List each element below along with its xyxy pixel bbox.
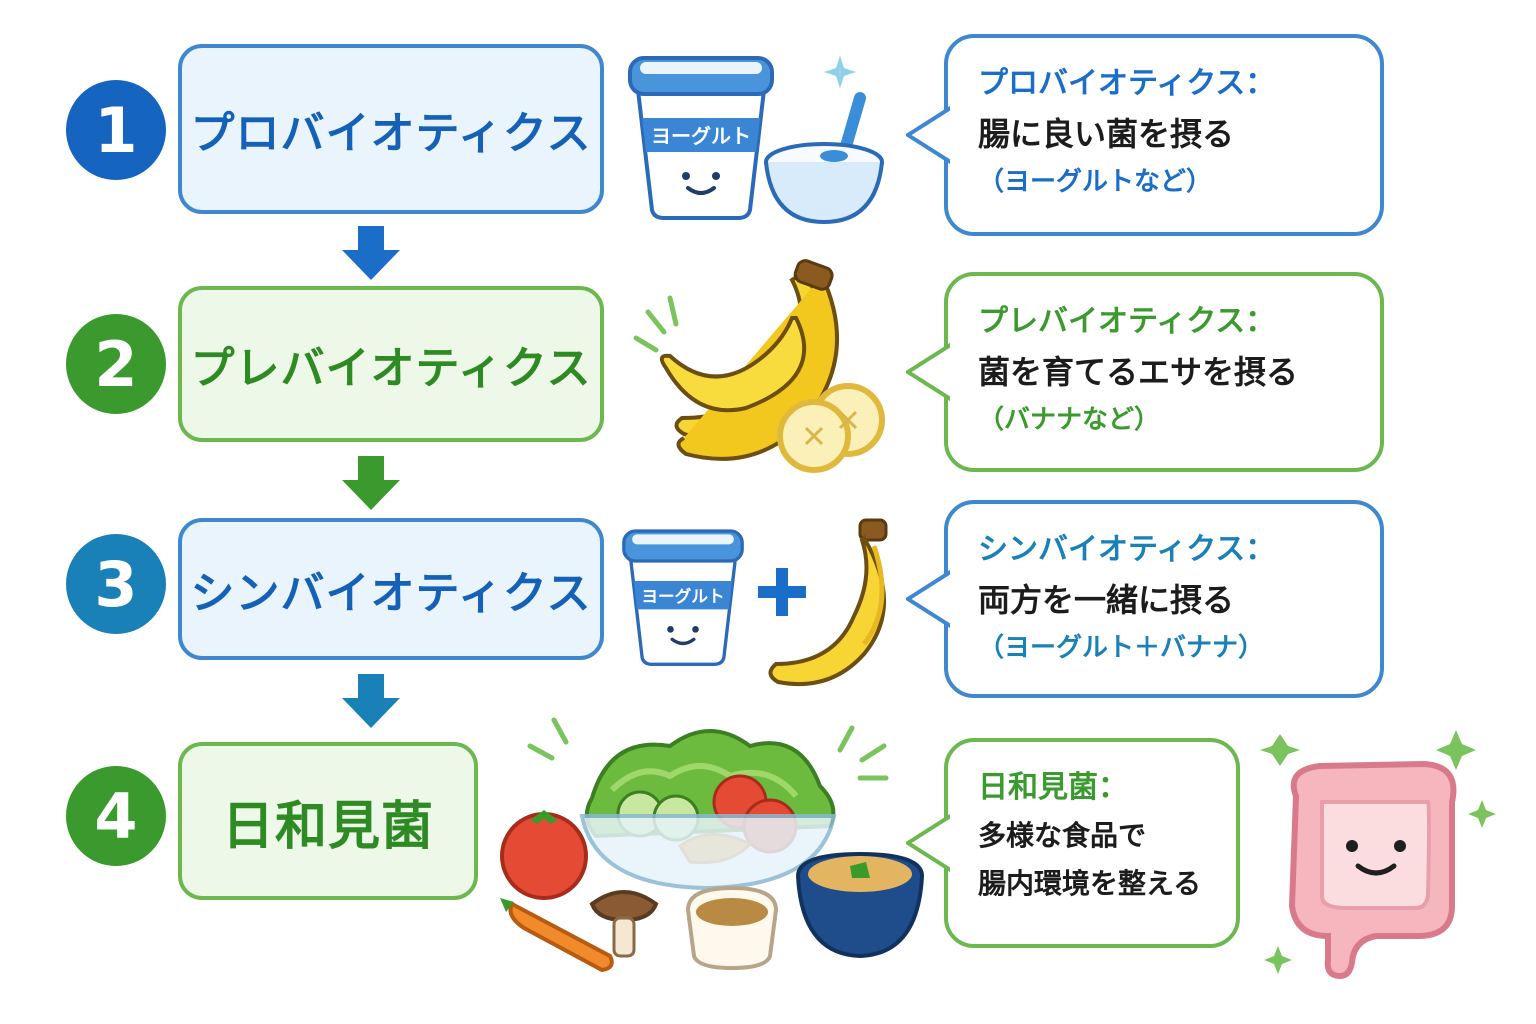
step-number-badge-3: 3 xyxy=(66,534,166,634)
banana-icon xyxy=(764,516,904,692)
bubble-note-3: （ヨーグルト＋バナナ） xyxy=(978,633,1265,663)
step-title-box-3: シンバイオティクス xyxy=(178,518,604,660)
salad-bowl-icon xyxy=(500,706,930,1006)
speech-bubble-3: シンバイオティクス： 両方を一緒に摂る （ヨーグルト＋バナナ） xyxy=(906,500,1384,698)
tomato-icon xyxy=(500,804,580,884)
bubble-tail xyxy=(906,569,950,629)
down-arrow-icon xyxy=(342,674,400,728)
plus-icon xyxy=(758,568,806,616)
bubble-note-2: （バナナなど） xyxy=(978,405,1161,435)
yogurt-label-3: ヨーグルト xyxy=(641,586,724,606)
step-title-box-2: プレバイオティクス xyxy=(178,286,604,442)
step-number-badge-1: 1 xyxy=(66,80,166,180)
bubble-heading-1: プロバイオティクス： xyxy=(978,66,1276,101)
mushroom-icon xyxy=(590,880,650,960)
yogurt-cup-icon: ヨーグルト xyxy=(626,40,776,220)
speech-bubble-2: プレバイオティクス： 菌を育てるエサを摂る （バナナなど） xyxy=(906,272,1384,472)
speech-bubble-1: プロバイオティクス： 腸に良い菌を摂る （ヨーグルトなど） xyxy=(906,34,1384,236)
step-title-2: プレバイオティクス xyxy=(190,343,592,394)
bubble-body-3: 両方を一緒に摂る xyxy=(978,581,1235,619)
miso-soup-icon xyxy=(798,852,922,956)
bubble-body-4b: 腸内環境を整える xyxy=(978,867,1202,900)
intestine-icon xyxy=(1256,726,1516,986)
carrot-icon xyxy=(490,900,590,970)
bubble-tail xyxy=(906,342,950,402)
down-arrow-icon xyxy=(342,456,400,510)
step-title-4: 日和見菌 xyxy=(221,796,434,857)
bubble-heading-2: プレバイオティクス： xyxy=(978,304,1276,339)
sparkle-icon xyxy=(822,54,858,94)
yogurt-bowl-icon xyxy=(760,88,890,228)
step-title-box-1: プロバイオティクス xyxy=(178,44,604,214)
step-title-3: シンバイオティクス xyxy=(190,568,592,619)
step-title-box-4: 日和見菌 xyxy=(178,742,478,900)
yogurt-cup-icon: ヨーグルト xyxy=(620,516,746,666)
bubble-body-4a: 多様な食品で xyxy=(978,819,1147,852)
step-title-1: プロバイオティクス xyxy=(190,108,592,159)
bubble-heading-3: シンバイオティクス： xyxy=(978,532,1276,567)
yogurt-label-1: ヨーグルト xyxy=(651,124,751,148)
down-arrow-icon xyxy=(342,226,400,280)
step-number-badge-2: 2 xyxy=(66,314,166,414)
bubble-tail xyxy=(906,813,950,873)
bubble-note-1: （ヨーグルトなど） xyxy=(978,167,1213,197)
bubble-body-2: 菌を育てるエサを摂る xyxy=(978,353,1299,391)
speech-bubble-4: 日和見菌： 多様な食品で 腸内環境を整える xyxy=(906,738,1240,948)
banana-bunch-icon xyxy=(626,258,896,478)
bubble-tail xyxy=(906,105,950,165)
bubble-heading-4: 日和見菌： xyxy=(978,770,1128,805)
bubble-body-1: 腸に良い菌を摂る xyxy=(978,115,1235,153)
step-number-badge-4: 4 xyxy=(66,766,166,866)
natto-icon xyxy=(688,886,778,966)
